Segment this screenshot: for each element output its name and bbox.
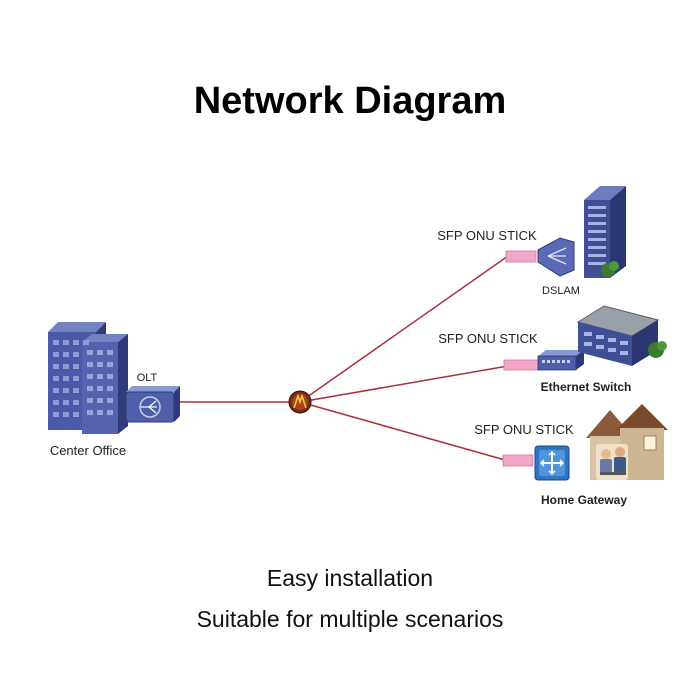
fiber-line-switch xyxy=(299,365,509,403)
olt-label: OLT xyxy=(137,372,158,384)
link-label-dslam: SFP ONU STICK xyxy=(437,228,537,243)
sfp-onu-stick-icon xyxy=(505,250,537,263)
link-label-ethernet-switch: SFP ONU STICK xyxy=(438,331,538,346)
home-gateway-device-icon xyxy=(534,445,570,481)
caption-multiple-scenarios: Suitable for multiple scenarios xyxy=(196,606,504,632)
home-house-icon xyxy=(586,404,668,480)
fiber-line-gateway xyxy=(299,401,506,461)
diagram-title: Network Diagram xyxy=(193,80,507,122)
caption-easy-installation: Easy installation xyxy=(266,565,434,591)
splitter-icon xyxy=(288,390,312,414)
link-label-home-gateway: SFP ONU STICK xyxy=(474,422,574,437)
ethernet-switch-device-icon xyxy=(537,350,584,371)
olt-device-icon xyxy=(125,386,180,423)
ethernet-switch-building-icon xyxy=(576,305,667,366)
fiber-line-dslam xyxy=(299,255,509,403)
ethernet-switch-label: Ethernet Switch xyxy=(541,380,632,394)
center-office-label: Center Office xyxy=(50,443,126,458)
sfp-onu-stick-icon xyxy=(502,454,534,467)
dslam-device-icon xyxy=(537,237,575,277)
sfp-onu-stick-icon xyxy=(503,359,539,371)
dslam-label: DSLAM xyxy=(542,285,580,297)
home-gateway-label: Home Gateway xyxy=(541,493,627,507)
center-office-building-icon xyxy=(48,322,128,434)
fiber-links xyxy=(178,255,509,461)
dslam-building-icon xyxy=(584,186,626,278)
